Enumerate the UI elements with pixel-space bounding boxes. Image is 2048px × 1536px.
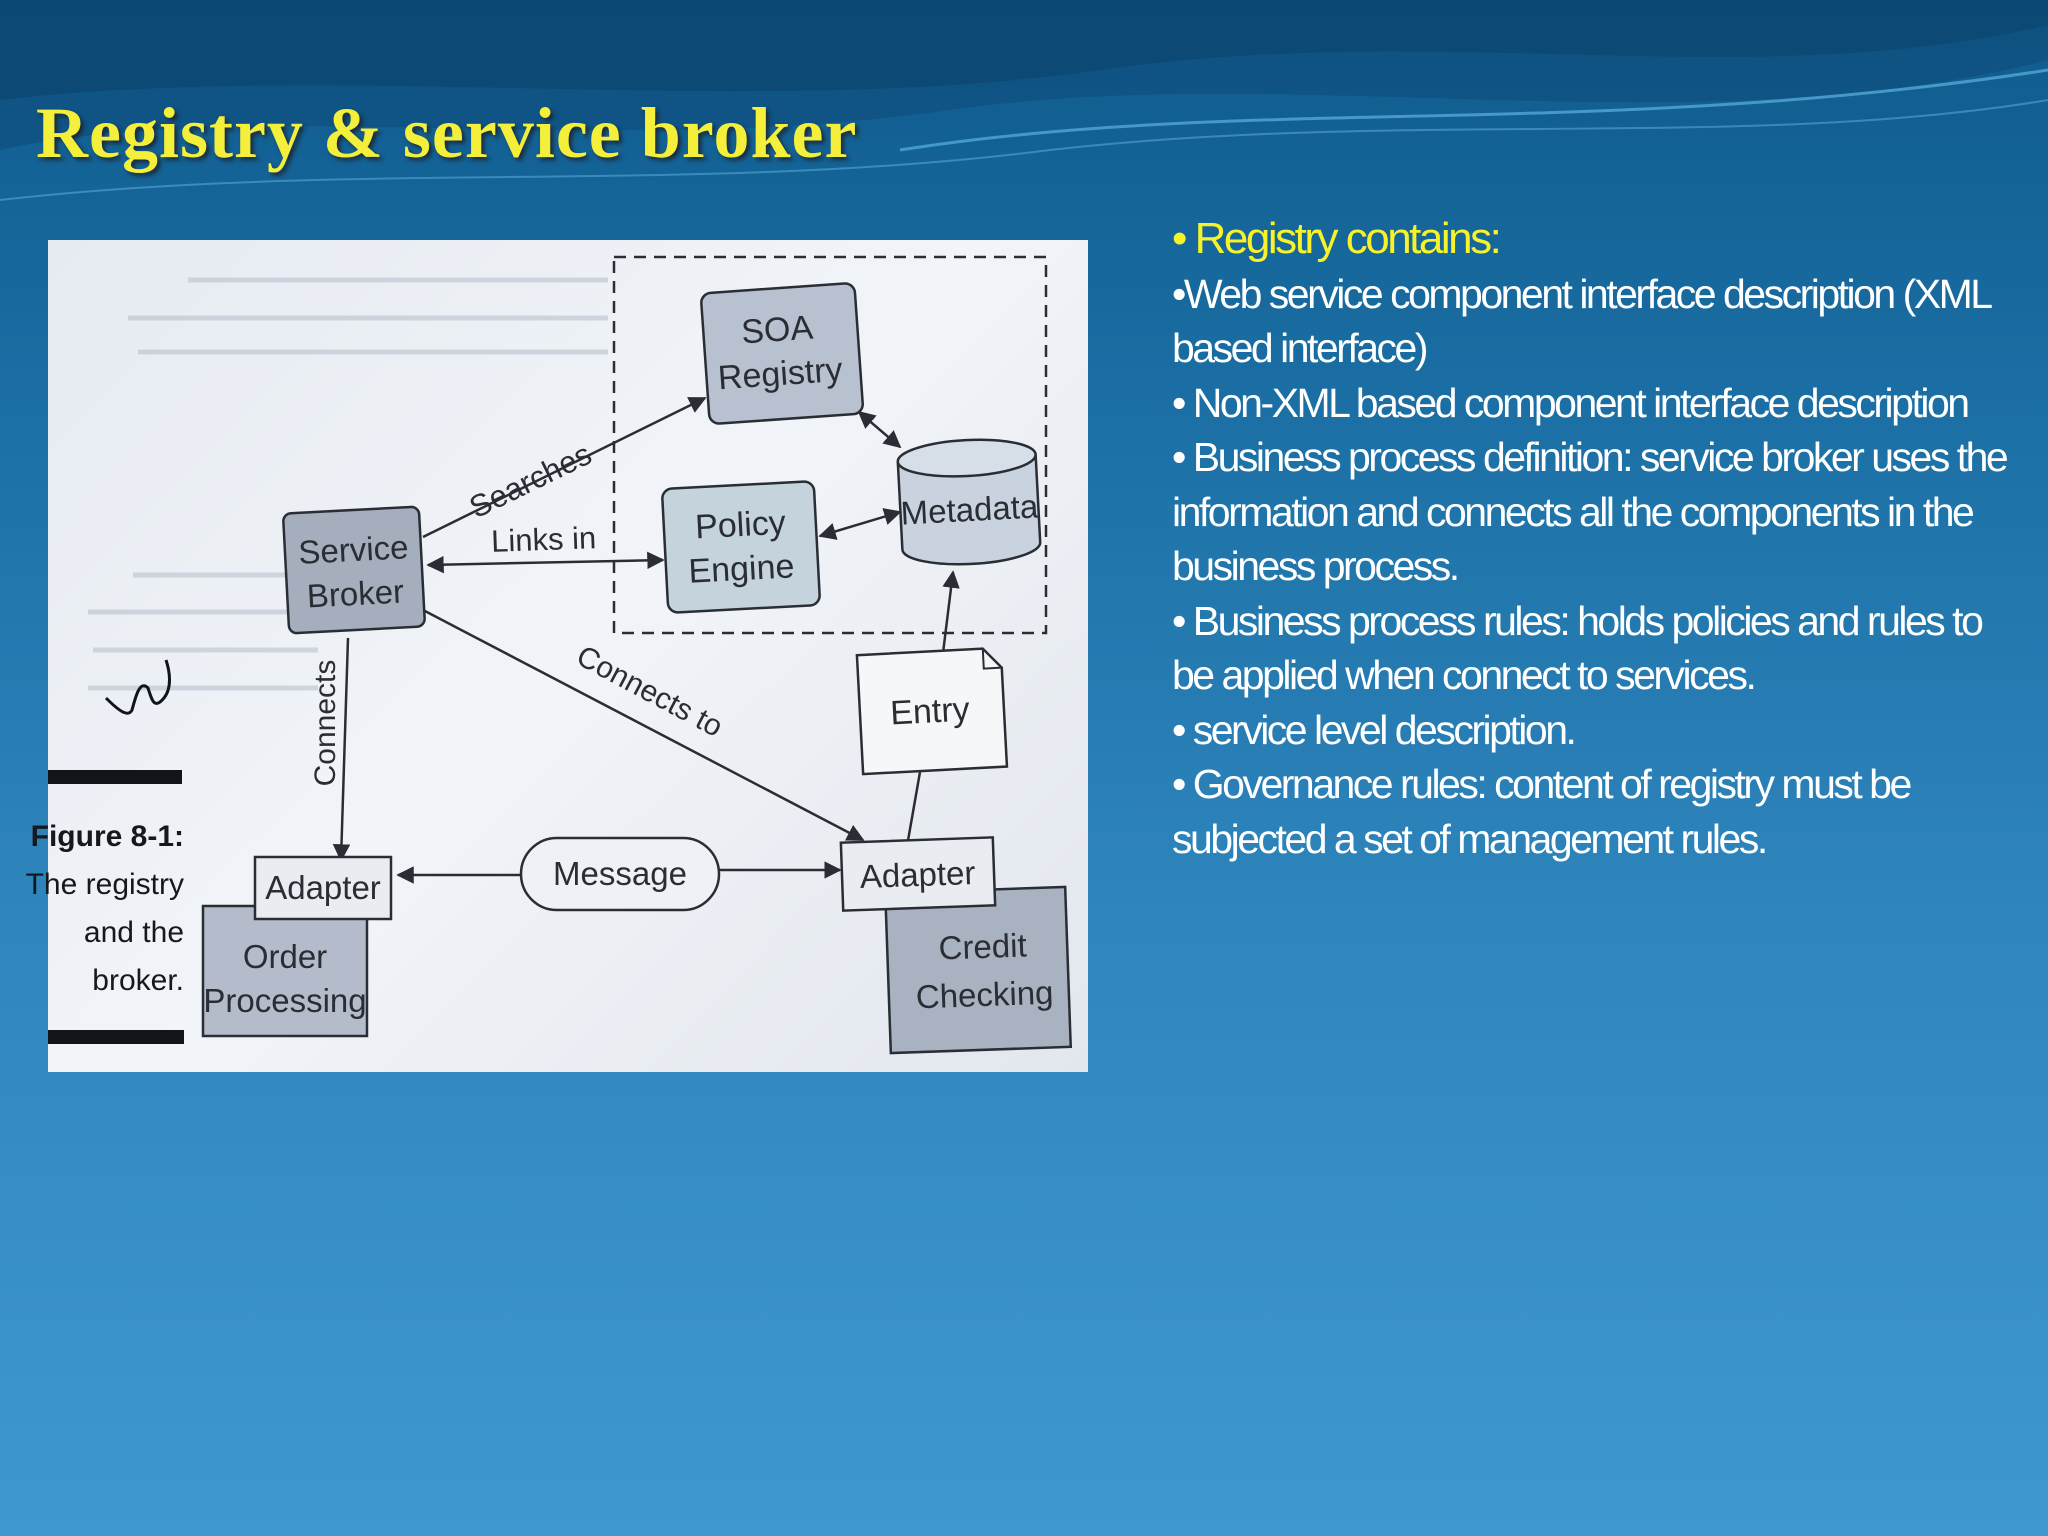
- figure-caption-label: Figure 8-1:: [31, 820, 184, 853]
- bullet-item: • Governance rules: content of registry …: [1172, 761, 1912, 862]
- credit-checking-node: Credit Checking: [883, 885, 1073, 1055]
- bullet-item: • Business process rules: holds policies…: [1172, 597, 1984, 699]
- message-node: Message: [519, 836, 721, 912]
- entry-document-node: Entry: [855, 647, 1009, 776]
- registry-boundary: [612, 255, 1048, 635]
- adapter-left-label: Adapter: [265, 869, 381, 906]
- figure-caption-line3: broker.: [92, 964, 184, 997]
- soa-registry-label-line1: SOA: [740, 309, 815, 352]
- policy-engine-node: Policy Engine: [661, 480, 821, 614]
- bullet-item: •Web service component interface descrip…: [1172, 270, 1992, 372]
- bullet-item: • Non-XML based component interface desc…: [1172, 379, 1970, 426]
- adapter-left-node: Adapter: [253, 855, 393, 921]
- label-searches: Searches: [464, 436, 597, 525]
- registry-broker-diagram-photo: Searches Links in Connects to Connects S…: [26, 240, 1088, 1072]
- bullet-item: • Business process definition: service b…: [1172, 434, 2009, 589]
- soa-registry-node: SOA Registry: [700, 282, 864, 425]
- figure-caption-line1: The registry: [26, 868, 184, 901]
- figure-caption: Figure 8-1: The registry and the broker.: [26, 770, 184, 1044]
- metadata-cylinder-node: Metadata: [896, 438, 1042, 566]
- adapter-right-node: Adapter: [839, 836, 997, 912]
- edge-entry-adapter: [904, 771, 922, 853]
- adapter-right-label: Adapter: [859, 854, 976, 895]
- edge-policy-metadata: [818, 508, 902, 540]
- label-links-in: Links in: [491, 520, 597, 559]
- handwritten-scribble: [104, 659, 171, 715]
- metadata-label: Metadata: [900, 487, 1040, 531]
- bullet-list: • Registry contains: •Web service compon…: [1172, 212, 2022, 866]
- bullet-item: • service level description.: [1172, 706, 1577, 753]
- edge-searches: [422, 396, 707, 539]
- credit-checking-label-line1: Credit: [938, 926, 1027, 966]
- order-processing-label-line1: Order: [243, 938, 327, 975]
- entry-label: Entry: [889, 690, 970, 732]
- credit-checking-label-line2: Checking: [915, 974, 1054, 1016]
- service-broker-node: Service Broker: [282, 505, 426, 635]
- bullet-heading: • Registry contains:: [1172, 214, 1502, 263]
- policy-engine-label-line1: Policy: [694, 504, 787, 547]
- edge-links-in: [426, 551, 665, 574]
- order-processing-node: Order Processing: [201, 904, 369, 1038]
- figure-caption-line2: and the: [84, 916, 184, 949]
- message-label: Message: [553, 855, 687, 892]
- edge-connects-to: [422, 608, 865, 842]
- slide-title: Registry & service broker: [36, 93, 858, 173]
- service-broker-label-line2: Broker: [306, 572, 405, 614]
- edge-entry-metadata: [941, 570, 960, 654]
- soa-registry-label-line2: Registry: [717, 351, 844, 398]
- edge-registry-metadata: [857, 410, 902, 449]
- policy-engine-label-line2: Engine: [688, 547, 796, 590]
- header-wave-decoration: [0, 0, 2048, 201]
- label-connects: Connects: [309, 660, 342, 787]
- service-broker-label-line1: Service: [297, 528, 409, 571]
- edge-connects: [332, 637, 351, 862]
- order-processing-label-line2: Processing: [203, 982, 366, 1019]
